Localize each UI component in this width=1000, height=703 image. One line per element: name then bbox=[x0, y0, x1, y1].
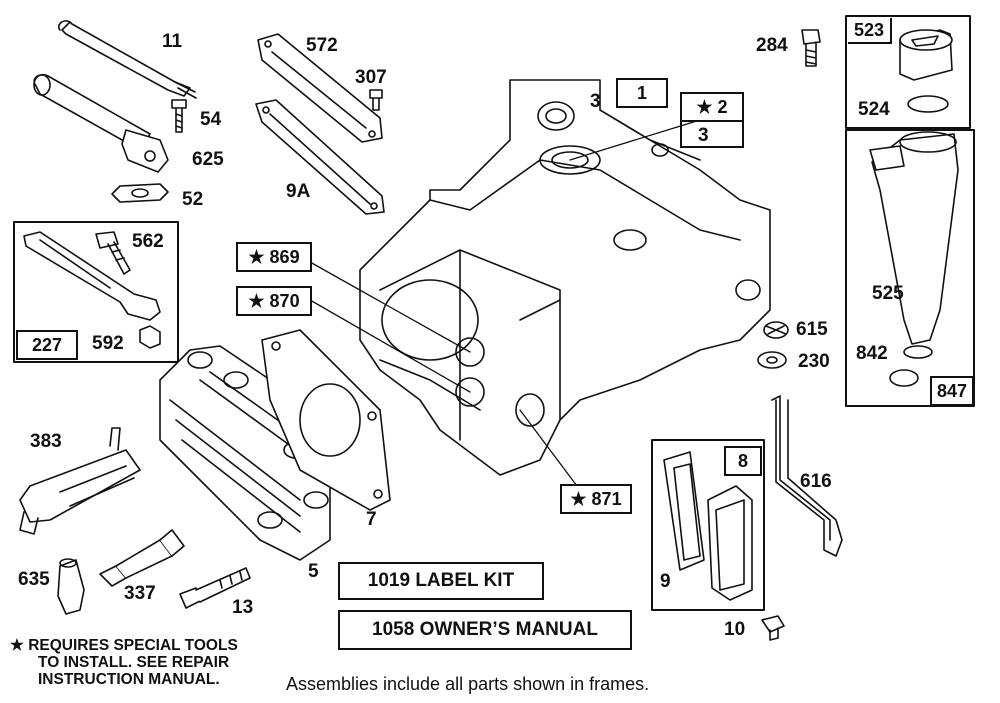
callout-337: 337 bbox=[124, 583, 156, 604]
frame-227 bbox=[13, 221, 179, 363]
callout-562: 562 bbox=[132, 231, 164, 252]
special-tools-note-line1: ★ REQUIRES SPECIAL TOOLS bbox=[10, 637, 238, 654]
callout-870: ★ 870 bbox=[236, 286, 312, 316]
spark-plug-boot-drawing bbox=[57, 558, 85, 615]
callout-230: 230 bbox=[798, 351, 830, 372]
breather-tube-drawing bbox=[33, 73, 169, 173]
gasket-52-drawing bbox=[111, 183, 169, 203]
callout-3: 3 bbox=[698, 125, 709, 146]
callout-307: 307 bbox=[355, 67, 387, 88]
frame-label-8: 8 bbox=[724, 446, 762, 476]
callout-284: 284 bbox=[756, 35, 788, 56]
frame-label-523: 523 bbox=[848, 18, 892, 44]
callout-525: 525 bbox=[872, 283, 904, 304]
callout-7: 7 bbox=[366, 509, 377, 530]
callout-625: 625 bbox=[192, 149, 224, 170]
screw-10-drawing bbox=[761, 615, 785, 641]
callout-13: 13 bbox=[232, 597, 254, 618]
callout-592: 592 bbox=[92, 333, 124, 354]
dipstick-tube-drawing bbox=[57, 20, 197, 99]
callout-842: 842 bbox=[856, 343, 888, 364]
frame-2-3 bbox=[680, 92, 744, 148]
washer-230-drawing bbox=[757, 351, 787, 369]
callout-524: 524 bbox=[858, 99, 890, 120]
wrench-383-drawing bbox=[19, 427, 141, 535]
throttle-link-616-drawing bbox=[771, 395, 843, 557]
callout-616: 616 bbox=[800, 471, 832, 492]
gasket-9a-drawing bbox=[255, 99, 385, 215]
owners-manual-box: 1058 OWNER’S MANUAL bbox=[338, 610, 632, 650]
breather-body-drawing bbox=[707, 485, 753, 601]
head-gasket-drawing bbox=[261, 329, 391, 511]
special-tools-note-line3: INSTRUCTION MANUAL. bbox=[38, 671, 220, 688]
callout-54: 54 bbox=[200, 109, 222, 130]
callout-572: 572 bbox=[306, 35, 338, 56]
control-lever-drawing bbox=[23, 231, 161, 321]
oil-fill-tube-drawing bbox=[869, 131, 959, 359]
washer-615-drawing bbox=[763, 321, 789, 339]
callout-11: 11 bbox=[162, 31, 183, 52]
bolt-284-drawing bbox=[801, 29, 821, 67]
callout-615: 615 bbox=[796, 319, 828, 340]
breather-gasket-9-drawing bbox=[663, 451, 705, 571]
frame-523 bbox=[845, 15, 971, 129]
cover-plate-572-drawing bbox=[257, 33, 383, 143]
nut-592-drawing bbox=[139, 325, 161, 349]
callout-383: 383 bbox=[30, 431, 62, 452]
bolt-13-drawing bbox=[179, 567, 251, 609]
callout-635: 635 bbox=[18, 569, 50, 590]
frame-8 bbox=[651, 439, 765, 611]
callout-5: 5 bbox=[308, 561, 319, 582]
screw-54-drawing bbox=[171, 99, 187, 133]
frame-label-227: 227 bbox=[16, 330, 78, 360]
screw-562-drawing bbox=[95, 231, 131, 275]
label-kit-box: 1019 LABEL KIT bbox=[338, 562, 544, 600]
frame-label-1: 1 bbox=[616, 78, 668, 108]
callout-869: ★ 869 bbox=[236, 242, 312, 272]
callout-10: 10 bbox=[724, 619, 746, 640]
o-ring-842-drawing bbox=[889, 369, 919, 387]
special-tools-note-line2: TO INSTALL. SEE REPAIR bbox=[38, 654, 230, 671]
screw-307-drawing bbox=[369, 89, 383, 111]
callout-9: 9 bbox=[660, 571, 671, 592]
dipstick-cap-drawing bbox=[899, 29, 953, 113]
spark-plug-drawing bbox=[99, 529, 185, 587]
assemblies-footnote: Assemblies include all parts shown in fr… bbox=[286, 674, 650, 694]
callout-3-seal: 3 bbox=[590, 91, 601, 112]
frame-label-847: 847 bbox=[930, 376, 974, 406]
frame-847 bbox=[845, 129, 975, 407]
callout-871: ★ 871 bbox=[560, 484, 632, 514]
callout-9a: 9A bbox=[286, 181, 311, 202]
oil-seal-3-drawing bbox=[537, 101, 575, 131]
cylinder-block-drawing bbox=[359, 79, 771, 476]
callout-52: 52 bbox=[182, 189, 204, 210]
